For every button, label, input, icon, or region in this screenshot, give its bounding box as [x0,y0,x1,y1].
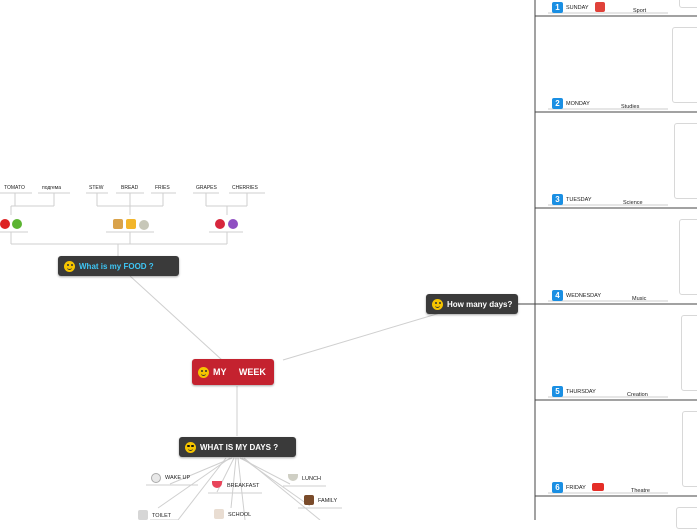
food-item[interactable]: STEW [89,185,104,191]
day-subject[interactable]: Music [632,296,647,302]
food-item[interactable]: TOMATO [4,185,25,191]
food-item[interactable]: FRIES [155,185,170,191]
day-card-tuesday [674,123,697,199]
food-item[interactable]: подгема [42,185,62,191]
day-card-wednesday [679,219,697,295]
day-label[interactable]: FRIDAY [566,485,586,491]
food-item[interactable]: BREAD [121,185,139,191]
day-label[interactable]: SUNDAY [566,5,589,11]
day-card-sunday [679,0,697,8]
food-item[interactable]: CHERRIES [232,185,258,191]
sunglasses-smiley-icon [185,441,196,453]
food-item[interactable]: GRAPES [196,185,217,191]
day-number-badge: 6 [552,482,563,493]
activity-item[interactable]: FAMILY [318,498,338,504]
bowl-icon [288,474,298,481]
node-label: WHAT IS MY DAYS ? [200,442,279,452]
day-card-saturday [676,507,697,529]
video-icon [592,483,604,491]
day-card-monday [672,27,697,103]
activity-item[interactable]: WAKE UP [165,475,191,481]
apple-icon [12,219,22,229]
smiley-icon [64,260,75,272]
activity-item[interactable]: TOILET [152,513,172,519]
day-number-badge: 4 [552,290,563,301]
sport-icon [595,2,605,12]
school-icon [214,509,224,519]
how-many-days-node[interactable]: How many days? [426,294,519,314]
day-subject[interactable]: Studies [621,104,640,110]
day-label[interactable]: MONDAY [566,101,590,107]
smiley-icon [432,298,443,310]
node-label: What is my FOOD ? [79,261,154,271]
activity-item[interactable]: LUNCH [302,476,321,482]
root-node[interactable]: MY WEEK [192,359,274,385]
fries-icon [126,219,136,229]
activity-item[interactable]: SCHOOL [228,512,252,518]
watermelon-icon [212,481,222,488]
day-card-friday [682,411,697,487]
cherry-icon [215,219,225,229]
day-label[interactable]: THURSDAY [566,389,596,395]
day-subject[interactable]: Theatre [631,488,650,494]
clock-icon [151,473,161,483]
node-label: How many days? [447,299,513,309]
root-label: MY WEEK [213,367,266,377]
day-label[interactable]: WEDNESDAY [566,293,602,299]
family-icon [304,495,314,505]
day-number-badge: 3 [552,194,563,205]
day-number-badge: 2 [552,98,563,109]
food-node[interactable]: What is my FOOD ? [58,256,179,276]
day-subject[interactable]: Creation [627,392,648,398]
day-card-thursday [681,315,697,391]
toilet-icon [138,510,148,520]
day-number-badge: 1 [552,2,563,13]
bread-icon [113,219,123,229]
smiley-icon [198,366,209,378]
tomato-icon [0,219,10,229]
day-subject[interactable]: Sport [633,8,647,14]
day-subject[interactable]: Science [623,200,643,206]
grapes-icon [228,219,238,229]
day-label[interactable]: TUESDAY [566,197,592,203]
activity-item[interactable]: BREAKFAST [227,483,260,489]
stew-icon [139,220,149,230]
day-number-badge: 5 [552,386,563,397]
what-days-node[interactable]: WHAT IS MY DAYS ? [179,437,296,457]
